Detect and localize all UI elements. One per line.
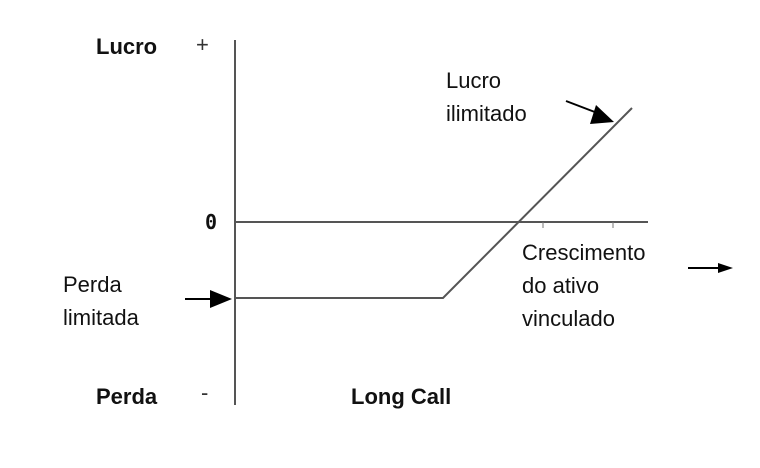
- axis-top-sign: +: [196, 32, 209, 57]
- unlimited-profit-arrow: [565, 100, 614, 124]
- lower-annotation: Perda limitada: [63, 268, 139, 334]
- axis-top-label: Lucro: [96, 34, 158, 59]
- axis-bottom-label: Perda: [96, 384, 158, 409]
- x-annotation-line-3: vinculado: [522, 306, 615, 331]
- lower-annotation-line-1: Perda: [63, 272, 122, 297]
- x-annotation-line-2: do ativo: [522, 273, 600, 298]
- asset-growth-arrow: [688, 263, 733, 273]
- upper-annotation-line-2: ilimitado: [446, 101, 527, 126]
- limited-loss-arrow: [185, 290, 232, 308]
- lower-annotation-line-2: limitada: [63, 305, 139, 330]
- diagram-title: Long Call: [351, 384, 452, 409]
- upper-annotation: Lucro ilimitado: [446, 64, 527, 130]
- upper-annotation-line-1: Lucro: [446, 68, 502, 93]
- x-annotation-line-1: Crescimento: [522, 240, 646, 265]
- payoff-line: [235, 107, 633, 299]
- x-annotation: Crescimento do ativo vinculado: [522, 236, 645, 335]
- zero-label: 0: [205, 210, 218, 234]
- axis-bottom-sign: -: [201, 380, 209, 405]
